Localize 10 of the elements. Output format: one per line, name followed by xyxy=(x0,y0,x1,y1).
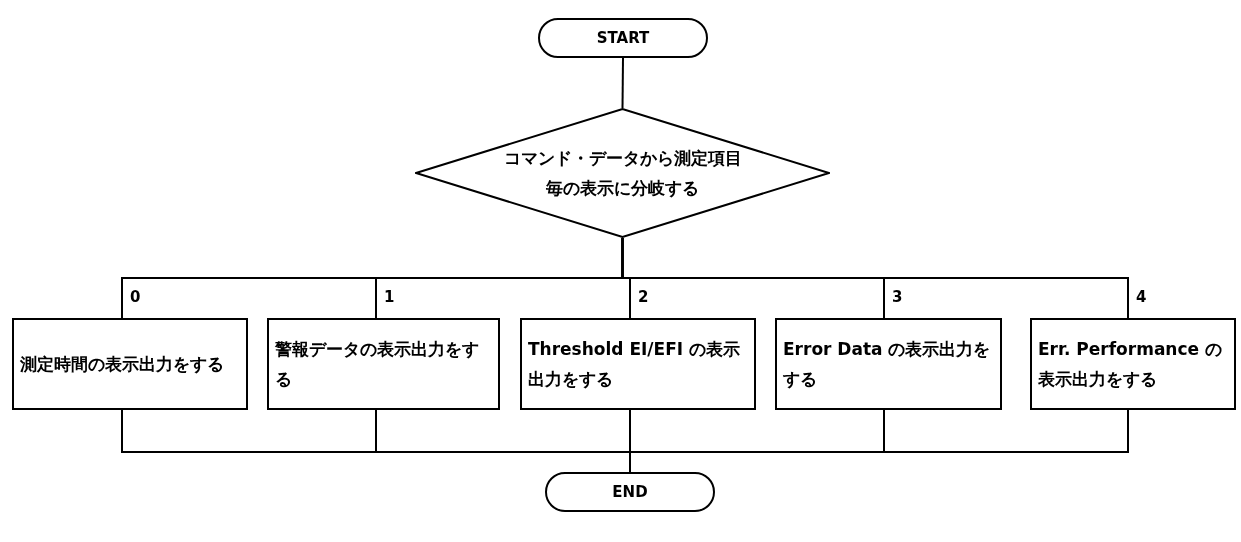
decision-diamond: コマンド・データから測定項目毎の表示に分岐する xyxy=(415,108,830,238)
connector-line xyxy=(621,57,624,109)
process-box: 警報データの表示出力をする xyxy=(267,318,500,410)
process-box: 測定時間の表示出力をする xyxy=(12,318,248,410)
process-box: Threshold EI/EFI の表示出力をする xyxy=(520,318,756,410)
terminal-shape: END xyxy=(545,472,715,512)
process-box: Error Data の表示出力をする xyxy=(775,318,1002,410)
process-box: Err. Performance の表示出力をする xyxy=(1030,318,1236,410)
terminal-shape: START xyxy=(538,18,708,58)
connector-line xyxy=(621,237,1129,319)
